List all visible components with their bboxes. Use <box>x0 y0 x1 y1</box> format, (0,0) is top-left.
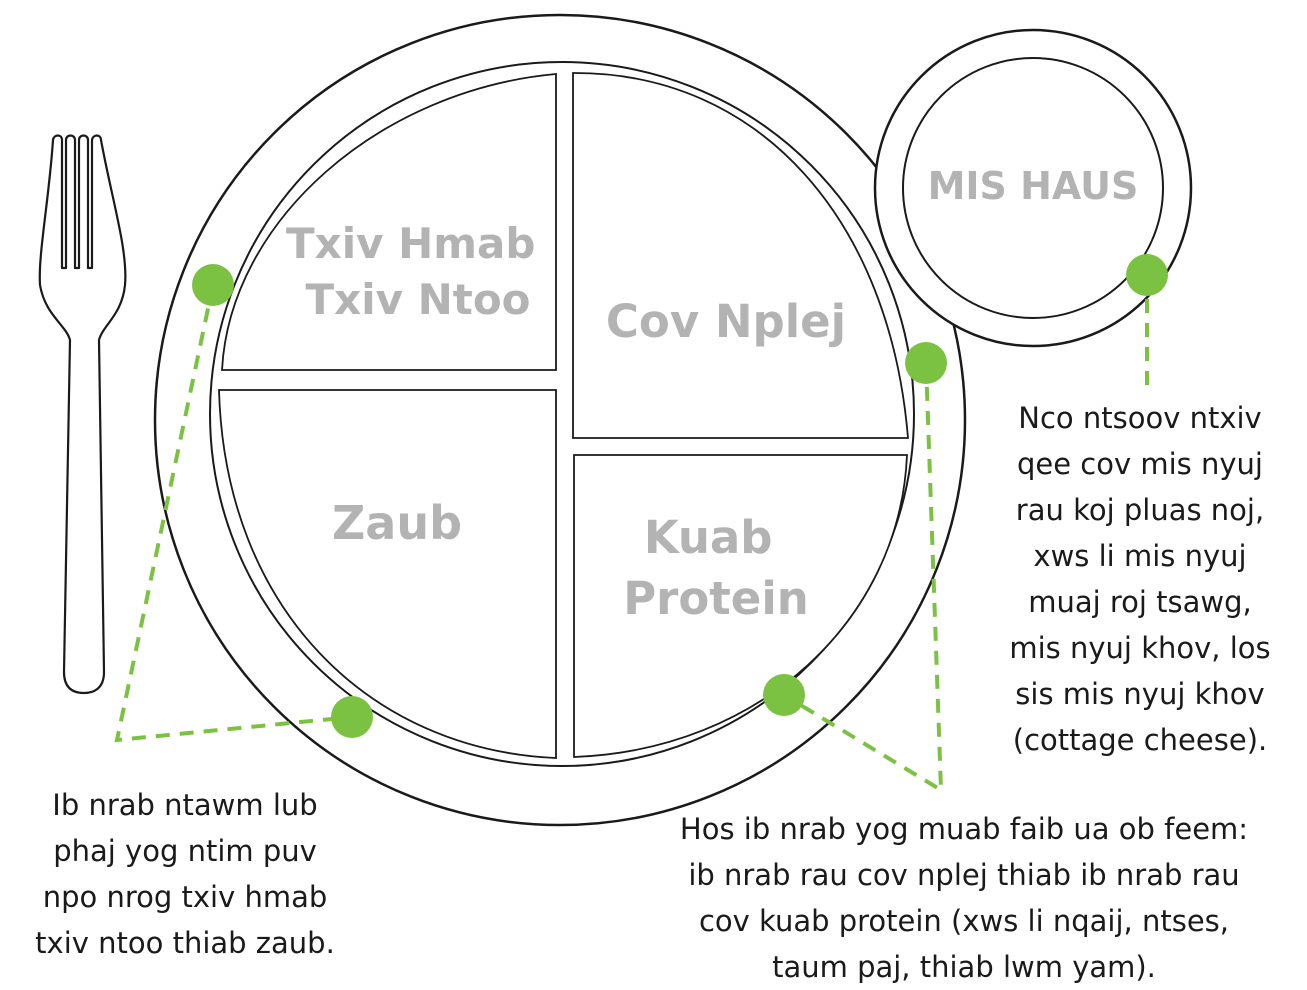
dairy-cup-label: MIS HAUS <box>928 164 1139 208</box>
dairy-cup-outer <box>873 28 1193 348</box>
section-fruits <box>221 73 557 371</box>
fruits-label-line2: Txiv Ntoo <box>305 275 530 324</box>
fruits-vegetables-note-line: npo nrog txiv hmab <box>42 880 328 914</box>
grains-protein-note-line: ib nrab rau cov nplej thiab ib nrab rau <box>688 858 1240 892</box>
dairy-note-line: muaj roj tsawg, <box>1028 585 1252 619</box>
dairy-note-line: mis nyuj khov, los <box>1009 631 1271 665</box>
dairy-note-line: qee cov mis nyuj <box>1017 447 1263 481</box>
fruits-vegetables-note: Ib nrab ntawm lub phaj yog ntim puv npo … <box>4 782 366 966</box>
svg-text:Zaub: Zaub <box>332 496 462 550</box>
protein-label-line1: Kuab <box>644 511 773 564</box>
fruits-vegetables-note-line: txiv ntoo thiab zaub. <box>35 926 335 960</box>
fruits-label-line1: Txiv Hmab <box>286 219 535 268</box>
dairy-note-line: (cottage cheese). <box>1012 723 1268 757</box>
grains-protein-note-line: cov kuab protein (xws li nqaij, ntses, <box>698 904 1230 938</box>
grains-protein-note-line: taum paj, thiab lwm yam). <box>772 950 1156 984</box>
grains-protein-note: Hos ib nrab yog muab faib ua ob feem: ib… <box>624 806 1304 990</box>
dairy-note-line: rau koj pluas noj, <box>1015 493 1265 527</box>
fruits-vegetables-note-line: Ib nrab ntawm lub <box>52 788 318 822</box>
dairy-cup-inner <box>902 57 1164 319</box>
section-vegetables <box>218 389 557 759</box>
marker-dairy-dot <box>1126 254 1168 296</box>
svg-text:MIS HAUS: MIS HAUS <box>928 164 1139 208</box>
protein-label-line2: Protein <box>623 572 809 625</box>
vegetables-label: Zaub <box>332 496 462 550</box>
fork-icon <box>38 134 127 695</box>
dairy-note-line: Nco ntsoov ntxiv <box>1018 401 1262 435</box>
svg-text:Txiv Hmab Txiv Ntoo: Txiv Hmab Txiv Ntoo <box>286 219 550 324</box>
section-protein <box>573 454 908 758</box>
fruits-vegetables-note-line: phaj yog ntim puv <box>53 834 317 868</box>
marker-vegetables-dot <box>331 696 373 738</box>
section-grains <box>572 72 909 439</box>
dairy-note-line: sis mis nyuj khov <box>1015 677 1265 711</box>
plate-inner-rim <box>209 61 915 767</box>
dairy-note: Nco ntsoov ntxiv qee cov mis nyuj rau ko… <box>982 395 1298 763</box>
grains-label: Cov Nplej <box>606 295 846 348</box>
marker-grains-dot <box>905 342 947 384</box>
dairy-note-line: xws li mis nyuj <box>1033 539 1247 573</box>
svg-text:Cov Nplej: Cov Nplej <box>606 295 846 348</box>
grains-protein-note-line: Hos ib nrab yog muab faib ua ob feem: <box>679 812 1249 846</box>
svg-text:Kuab Protein: Kuab Protein <box>623 511 809 625</box>
connector-fruitveg <box>114 284 353 743</box>
marker-fruits-dot <box>192 264 234 306</box>
marker-protein-dot <box>763 674 805 716</box>
